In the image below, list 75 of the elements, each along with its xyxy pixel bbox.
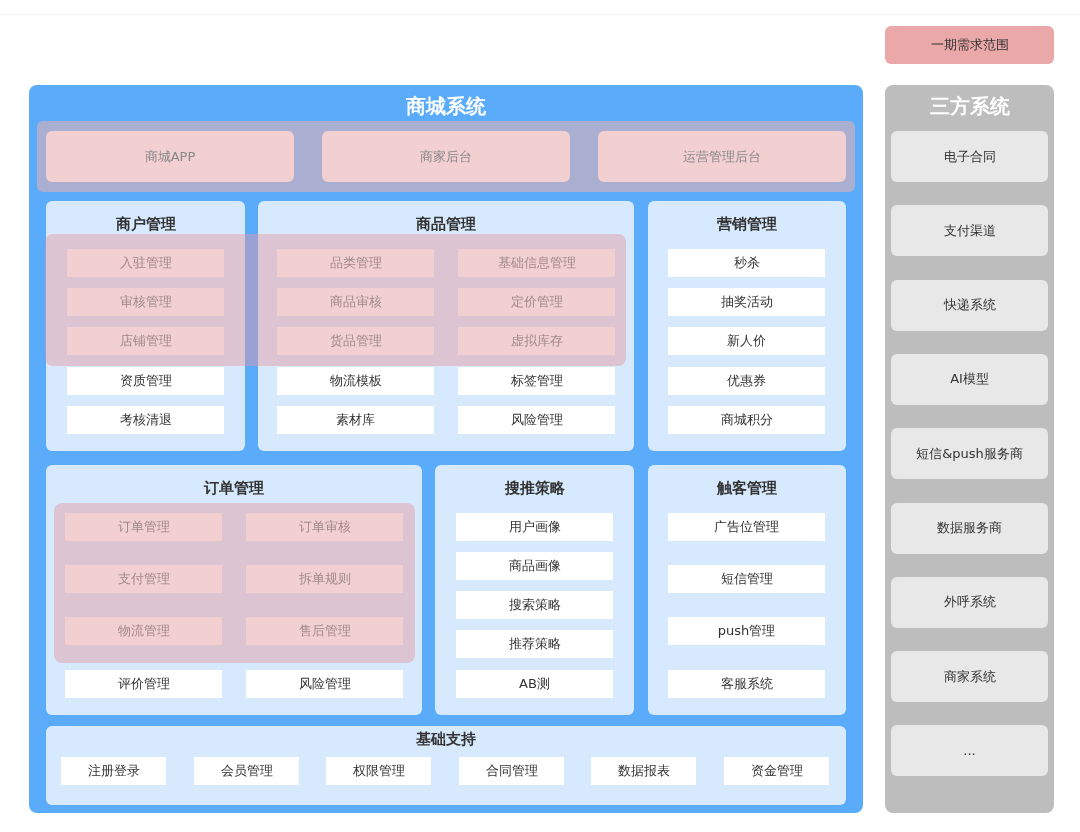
function-item: 风险管理 — [246, 670, 403, 698]
function-item: 风险管理 — [458, 406, 615, 434]
group-title: 商户管理 — [114, 215, 177, 234]
function-item: 货品管理 — [277, 327, 434, 355]
function-item: 审核管理 — [67, 288, 224, 316]
module-group — [46, 726, 846, 805]
service-item: 支付渠道 — [891, 205, 1048, 257]
module-group — [46, 465, 422, 715]
function-item: 数据报表 — [591, 757, 696, 785]
service-item: 数据服务商 — [891, 502, 1048, 554]
module-group — [648, 201, 846, 451]
function-item: 素材库 — [277, 406, 434, 434]
function-item: 短信管理 — [668, 565, 825, 593]
function-item: 虚拟库存 — [458, 327, 615, 355]
app-box: 运营管理后台 — [598, 131, 846, 182]
group-title: 营销管理 — [716, 215, 778, 234]
function-item: 合同管理 — [459, 757, 564, 785]
function-item: 定价管理 — [458, 288, 615, 316]
legend-swatch: 一期需求范围 — [885, 26, 1054, 64]
system-panel — [29, 85, 863, 813]
function-item: 售后管理 — [246, 617, 403, 645]
function-item: 新人价 — [668, 327, 825, 355]
function-item: 搜索策略 — [456, 591, 613, 619]
group-title: 搜推策略 — [503, 479, 566, 498]
function-item: 用户画像 — [456, 513, 613, 541]
function-item: 商品审核 — [277, 288, 434, 316]
panel-title: 三方系统 — [928, 93, 1011, 120]
function-item: 抽奖活动 — [668, 288, 825, 316]
function-item: push管理 — [668, 617, 825, 645]
group-title: 商品管理 — [415, 215, 477, 234]
service-item: AI模型 — [891, 353, 1048, 405]
service-item: 快递系统 — [891, 279, 1048, 331]
app-band — [37, 121, 855, 192]
function-item: 资金管理 — [724, 757, 829, 785]
function-item: 拆单规则 — [246, 565, 403, 593]
function-item: 物流模板 — [277, 367, 434, 395]
function-item: 考核清退 — [67, 406, 224, 434]
module-group — [46, 201, 245, 451]
function-item: 注册登录 — [61, 757, 166, 785]
function-item: 物流管理 — [65, 617, 222, 645]
function-item: 优惠券 — [668, 367, 825, 395]
group-title: 基础支持 — [415, 730, 477, 749]
function-item: 店铺管理 — [67, 327, 224, 355]
function-item: 订单管理 — [65, 513, 222, 541]
service-item: ... — [891, 725, 1048, 777]
service-item: 电子合同 — [891, 131, 1048, 182]
function-item: 商城积分 — [668, 406, 825, 434]
module-group — [258, 201, 634, 451]
group-title: 触客管理 — [716, 479, 778, 498]
system-panel — [885, 85, 1054, 813]
function-item: 订单审核 — [246, 513, 403, 541]
function-item: 入驻管理 — [67, 249, 224, 277]
function-item: 品类管理 — [277, 249, 434, 277]
group-title: 订单管理 — [202, 479, 265, 498]
function-item: 资质管理 — [67, 367, 224, 395]
function-item: 商品画像 — [456, 552, 613, 580]
function-item: 广告位管理 — [668, 513, 825, 541]
module-group — [435, 465, 634, 715]
function-item: 评价管理 — [65, 670, 222, 698]
service-item: 短信&push服务商 — [891, 428, 1048, 480]
function-item: 会员管理 — [194, 757, 299, 785]
module-group — [648, 465, 846, 715]
function-item: 客服系统 — [668, 670, 825, 698]
panel-title: 商城系统 — [405, 93, 487, 120]
app-box: 商城APP — [46, 131, 294, 182]
function-item: 标签管理 — [458, 367, 615, 395]
app-box: 商家后台 — [322, 131, 570, 182]
function-item: 支付管理 — [65, 565, 222, 593]
function-item: 推荐策略 — [456, 630, 613, 658]
service-item: 商家系统 — [891, 651, 1048, 703]
function-item: 权限管理 — [326, 757, 431, 785]
service-item: 外呼系统 — [891, 576, 1048, 628]
function-item: 秒杀 — [668, 249, 825, 277]
function-item: 基础信息管理 — [458, 249, 615, 277]
function-item: AB测 — [456, 670, 613, 698]
